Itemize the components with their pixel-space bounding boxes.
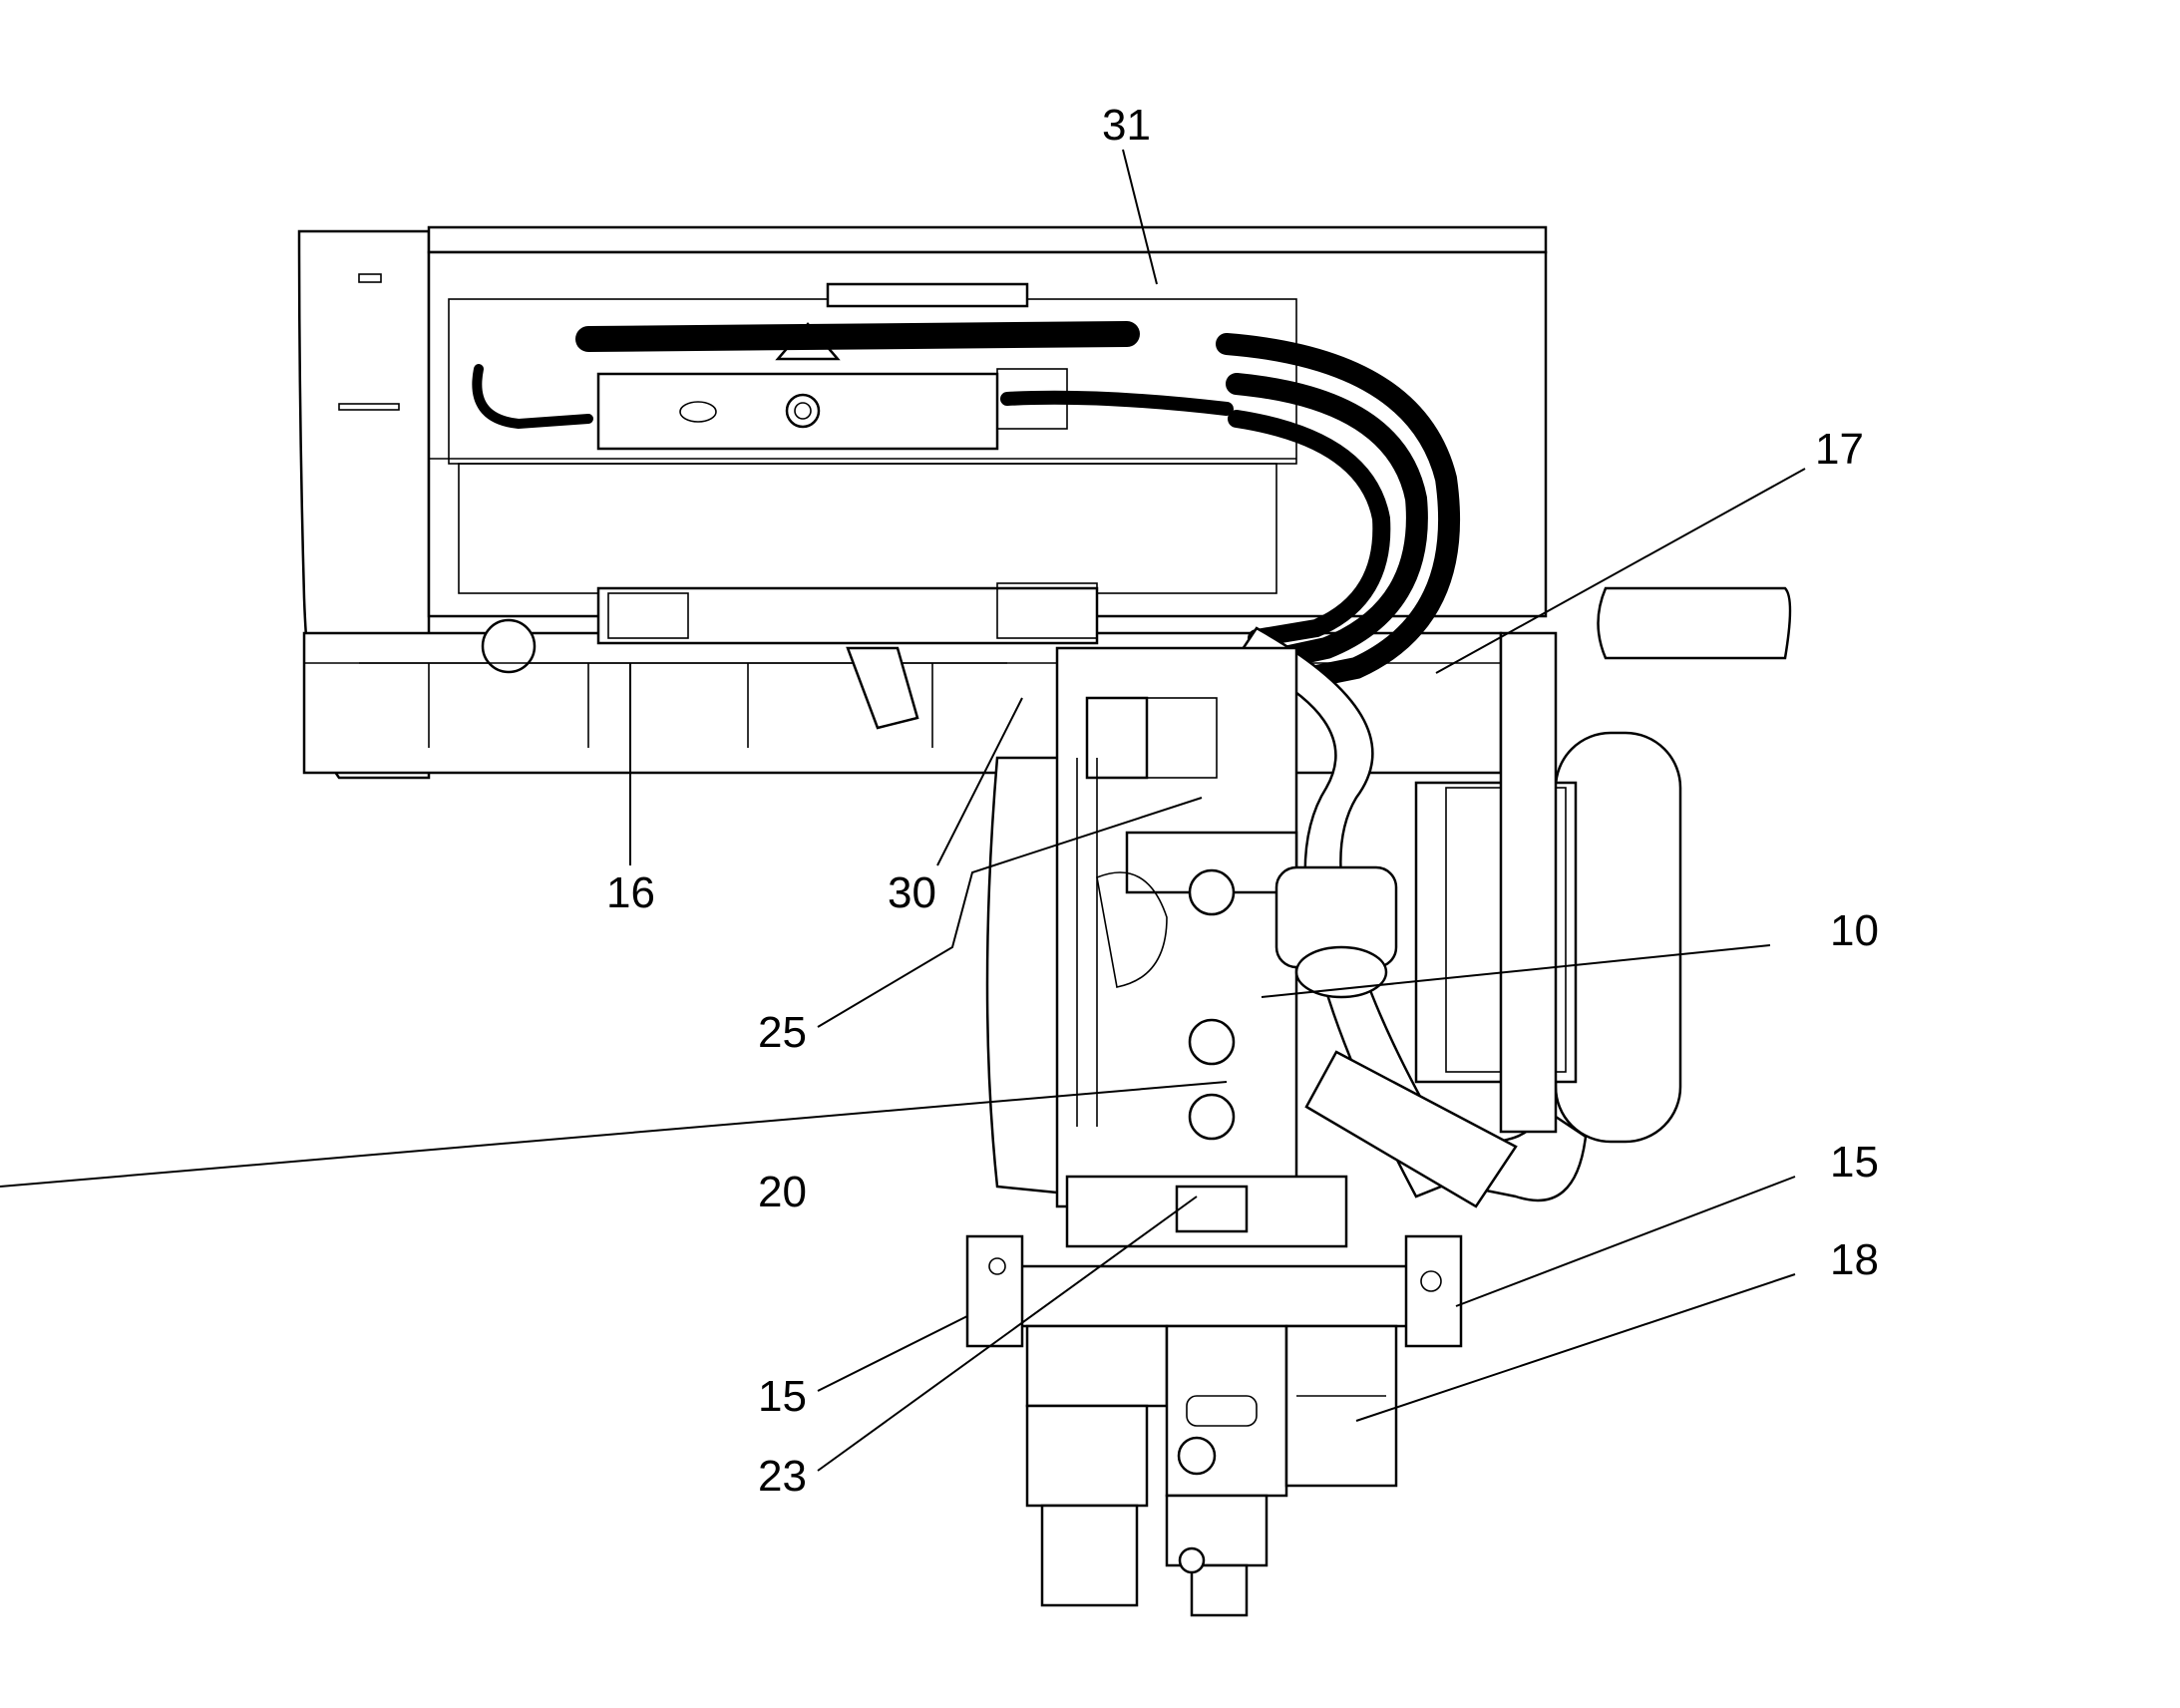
callout-31: 31 [1102, 101, 1151, 150]
callout-23: 23 [758, 1452, 807, 1501]
pump-housing [965, 1185, 1463, 1617]
hydraulic-cylinder-assembly [596, 282, 1068, 451]
callout-20: 20 [758, 1168, 807, 1216]
callout-15-left: 15 [758, 1372, 807, 1421]
leader-15a [1455, 1176, 1796, 1307]
callout-15-right: 15 [1830, 1138, 1879, 1187]
callout-25: 25 [758, 1008, 807, 1057]
leader-15b [817, 1315, 968, 1392]
leader-10 [1261, 944, 1771, 998]
callout-labels: 31 17 16 30 10 25 20 15 18 15 23 [606, 101, 1879, 1501]
chassis-frame [297, 225, 1548, 780]
exhaust-muffler [1235, 586, 1792, 1208]
leader-30 [936, 697, 1023, 866]
engine-block [985, 646, 1398, 1248]
callout-17: 17 [1815, 425, 1864, 474]
callout-18: 18 [1830, 1235, 1879, 1284]
leader-23 [817, 1196, 1198, 1472]
hose-bundle [472, 321, 1460, 699]
callout-10: 10 [1830, 906, 1879, 955]
leader-31 [1122, 149, 1158, 285]
leader-20 [0, 1081, 1228, 1188]
leader-lines [0, 149, 1806, 1472]
leader-25 [817, 797, 1203, 1028]
leader-18 [1355, 1273, 1796, 1422]
cooler-row [359, 582, 1099, 748]
callout-16: 16 [606, 868, 655, 917]
callout-30: 30 [888, 868, 936, 917]
leader-17 [1435, 468, 1806, 674]
